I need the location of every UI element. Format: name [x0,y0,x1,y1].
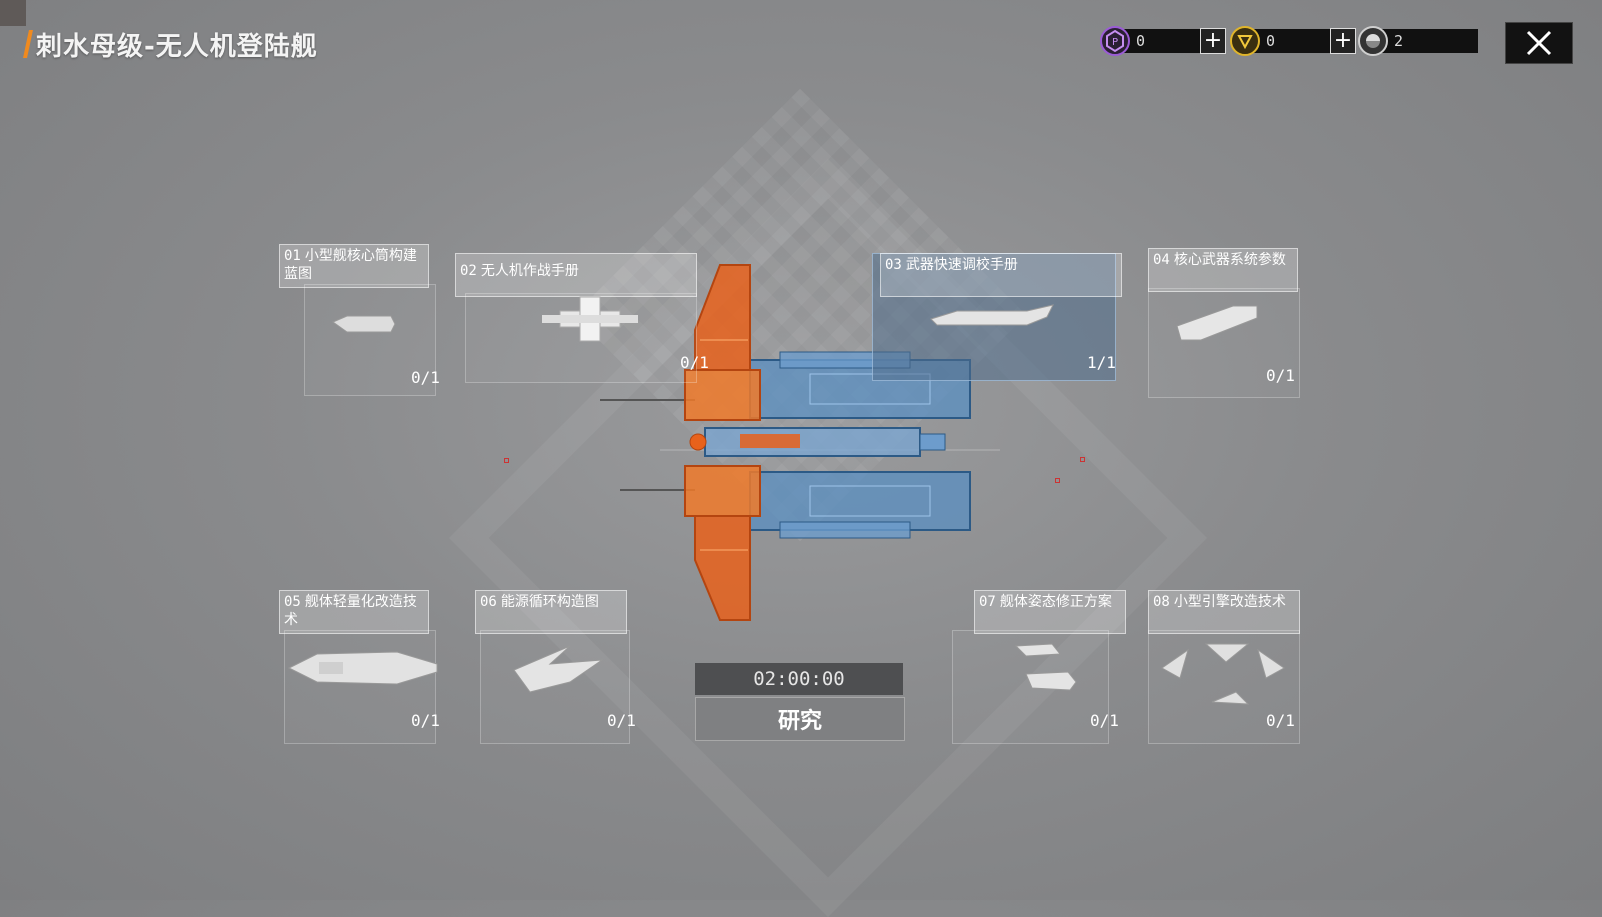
card-frame [480,630,630,744]
card-title: 能源循环构造图 [500,594,599,610]
research-button[interactable]: 研究 [695,697,905,741]
card-count: 0/1 [680,353,709,372]
card-number: 04 [1153,252,1170,268]
card-count: 0/1 [607,711,636,730]
part-core-weapon-icon [1176,305,1258,341]
card-count: 0/1 [1266,366,1295,385]
card-number: 06 [480,594,497,610]
gold-coin-icon [1230,26,1260,56]
ship-blueprint [600,264,1000,621]
card-number: 08 [1153,594,1170,610]
card-frame [1148,288,1300,398]
card-number: 03 [885,257,902,273]
card-title: 无人机作战手册 [480,263,579,279]
card-title: 小型引擎改造技术 [1173,594,1286,610]
card-number: 07 [979,594,996,610]
marker-dot [1080,457,1085,462]
card-count: 0/1 [1266,711,1295,730]
title-accent-bar [23,30,33,58]
gold-coin-count: 0 [1252,29,1330,53]
header: 刺水母级-无人机登陆舰 [23,28,318,62]
card-frame [284,630,436,744]
part-energy-icon [513,645,604,693]
card-number: 05 [284,594,301,610]
resource-silver-chip: 2 [1358,26,1478,56]
card-count: 1/1 [1087,353,1116,372]
resource-gold-coin: 0 + [1230,26,1356,56]
marker-dot [1055,478,1060,483]
part-core-icon [331,315,396,333]
card-count: 0/1 [1090,711,1119,730]
card-title: 小型舰核心筒构建蓝图 [284,248,417,282]
card-title: 核心武器系统参数 [1173,252,1286,268]
svg-text:P: P [1112,37,1118,48]
part-hull-icon [287,651,438,685]
purple-token-icon: P [1100,26,1130,56]
card-count: 0/1 [411,711,440,730]
purple-token-count: 0 [1122,29,1200,53]
card-number: 01 [284,248,301,264]
silver-chip-count: 2 [1380,29,1478,53]
page-title: 刺水母级-无人机登陆舰 [36,31,318,62]
card-title: 舰体轻量化改造技术 [284,594,417,628]
close-icon [1526,30,1552,56]
card-title: 武器快速调校手册 [905,257,1018,273]
resource-purple-token: P 0 + [1100,26,1226,56]
card-frame [304,284,436,396]
part-drone-icon [542,296,638,342]
card-title: 舰体姿态修正方案 [999,594,1112,610]
marker-dot [504,458,509,463]
card-number: 02 [460,263,477,279]
part-engine-icon [1161,643,1285,705]
silver-chip-icon [1358,26,1388,56]
add-purple-token-button[interactable]: + [1200,28,1226,54]
research-timer: 02:00:00 [695,663,903,695]
part-weapon-icon [930,304,1054,326]
card-count: 0/1 [411,368,440,387]
close-button[interactable] [1505,22,1573,64]
add-gold-coin-button[interactable]: + [1330,28,1356,54]
corner-marker [0,0,26,26]
part-attitude-icon [1014,643,1077,691]
